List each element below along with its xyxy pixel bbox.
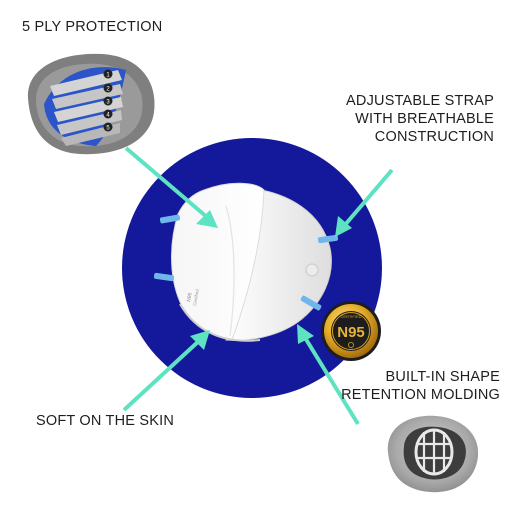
arrow-shape xyxy=(302,334,360,426)
label-line: ADJUSTABLE STRAP xyxy=(346,93,494,109)
layer-badge xyxy=(103,69,113,79)
layer-badge xyxy=(103,83,113,93)
label-line: SOFT ON THE SKIN xyxy=(36,413,175,429)
layer-number-badges: 1 2 3 4 5 xyxy=(103,69,113,132)
callout-arrows xyxy=(122,146,394,426)
ply-layers-inset: 1 2 3 4 5 xyxy=(27,53,155,155)
label-soft-on-skin: SOFT ON THE SKIN xyxy=(36,412,174,430)
label-5-ply-protection: 5 PLY PROTECTION xyxy=(22,18,162,36)
layer-number: 2 xyxy=(106,87,110,93)
retention-frame-inset xyxy=(387,415,479,493)
n95-badge: CERTIFIED N95 xyxy=(321,301,381,361)
label-line: RETENTION MOLDING xyxy=(341,387,500,403)
mask: N95 Certified xyxy=(153,182,339,342)
label-line: CONSTRUCTION xyxy=(374,129,494,145)
badge-main-text: N95 xyxy=(337,324,365,341)
mask-straps xyxy=(153,214,339,311)
label-shape-retention: BUILT-IN SHAPE RETENTION MOLDING xyxy=(341,368,500,404)
label-line: 5 PLY PROTECTION xyxy=(22,19,163,35)
layer-badge xyxy=(103,96,113,106)
layer-number: 1 xyxy=(106,73,110,79)
label-adjustable-strap: ADJUSTABLE STRAP WITH BREATHABLE CONSTRU… xyxy=(346,92,494,146)
layer-number: 4 xyxy=(106,113,110,119)
arrow-soft xyxy=(122,338,202,412)
layer-badge xyxy=(103,109,113,119)
label-line: WITH BREATHABLE xyxy=(355,111,494,127)
layer-badge xyxy=(103,122,113,132)
arrow-ply xyxy=(124,146,210,220)
badge-top-text: CERTIFIED xyxy=(340,314,361,319)
mask-print: Certified xyxy=(192,288,200,306)
arrow-strap xyxy=(342,168,394,228)
badge-check-icon xyxy=(347,341,354,348)
mask-print: N95 xyxy=(186,292,194,302)
layer-number: 5 xyxy=(106,126,110,132)
layer-number: 3 xyxy=(106,100,110,106)
label-line: BUILT-IN SHAPE xyxy=(385,369,500,385)
